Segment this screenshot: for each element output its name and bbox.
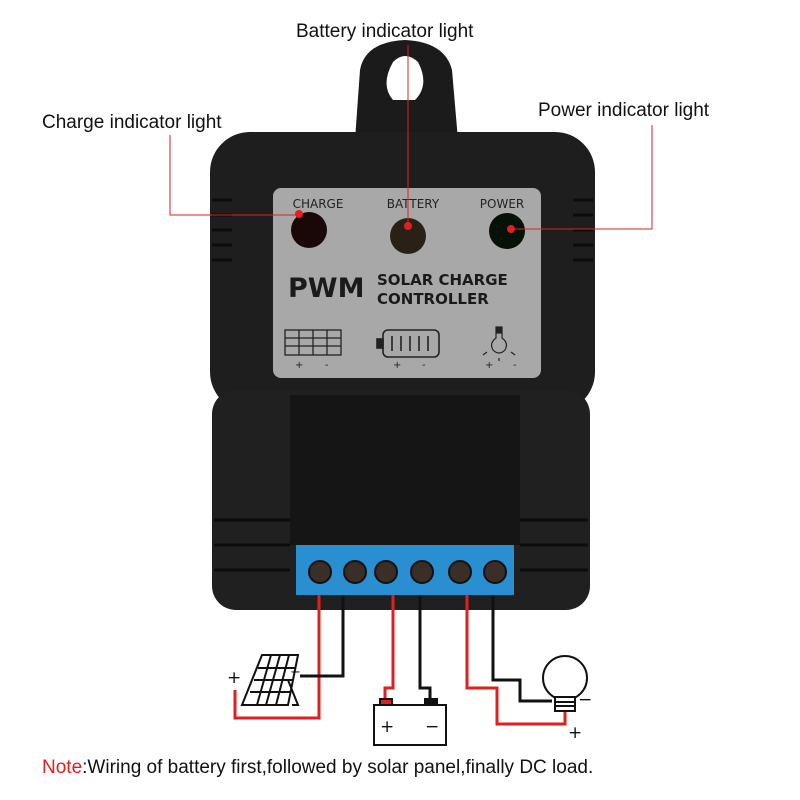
battery-minus-sign: − bbox=[425, 717, 439, 737]
brand-pwm: PWM bbox=[288, 273, 364, 304]
callout-lines bbox=[169, 45, 653, 230]
battery-drawing bbox=[373, 698, 447, 746]
note-label: Note bbox=[42, 757, 83, 778]
terminal-screw-icon bbox=[410, 560, 434, 584]
solar-minus-sign: − bbox=[290, 665, 301, 680]
wiring-note: Note:Wiring of battery first,followed by… bbox=[42, 757, 593, 779]
solar-minus: - bbox=[325, 360, 329, 371]
charge-indicator-callout: Charge indicator light bbox=[42, 112, 222, 133]
bulb-icon bbox=[482, 326, 516, 361]
load-minus-sign: − bbox=[578, 690, 592, 710]
solar-plus: + bbox=[295, 360, 303, 371]
load-plus: + bbox=[485, 360, 493, 371]
battery-indicator-callout: Battery indicator light bbox=[296, 21, 474, 42]
load-plus-sign: + bbox=[568, 723, 582, 743]
bulb-drawing bbox=[542, 655, 588, 712]
solar-negative-wire bbox=[300, 595, 345, 678]
solar-panel-drawing bbox=[240, 654, 300, 706]
battery-plus: + bbox=[393, 360, 401, 371]
charge-led bbox=[291, 212, 327, 248]
load-negative-wire bbox=[491, 595, 552, 703]
power-led bbox=[489, 213, 525, 249]
battery-negative-wire bbox=[418, 595, 432, 700]
wires bbox=[233, 595, 567, 726]
terminal-screw-icon bbox=[308, 560, 332, 584]
note-text: :Wiring of battery first,followed by sol… bbox=[82, 757, 594, 778]
solar-plus-sign: + bbox=[227, 668, 241, 688]
load-positive-wire bbox=[465, 595, 567, 726]
title-line2: CONTROLLER bbox=[377, 290, 489, 308]
center-recess bbox=[290, 395, 520, 545]
terminal-screw-icon bbox=[374, 560, 398, 584]
battery-minus: - bbox=[422, 360, 426, 371]
callout-dots bbox=[295, 210, 515, 233]
led-label-power: POWER bbox=[480, 197, 524, 211]
battery-icon bbox=[376, 329, 440, 358]
solar-positive-wire bbox=[233, 595, 321, 720]
battery-led bbox=[390, 218, 426, 254]
battery-positive-wire bbox=[383, 595, 395, 700]
title-line1: SOLAR CHARGE bbox=[377, 271, 508, 289]
led-label-battery: BATTERY bbox=[387, 197, 440, 211]
terminal-screw-icon bbox=[343, 560, 367, 584]
terminal-block bbox=[296, 545, 514, 595]
terminal-screw-icon bbox=[483, 560, 507, 584]
solar-panel-icon bbox=[284, 329, 342, 356]
power-indicator-callout: Power indicator light bbox=[538, 100, 710, 121]
terminal-screws bbox=[308, 560, 507, 584]
terminal-screw-icon bbox=[448, 560, 472, 584]
load-minus: - bbox=[513, 360, 517, 371]
battery-plus-sign: + bbox=[380, 717, 394, 737]
hanging-hole bbox=[386, 56, 424, 100]
led-label-charge: CHARGE bbox=[293, 197, 344, 211]
